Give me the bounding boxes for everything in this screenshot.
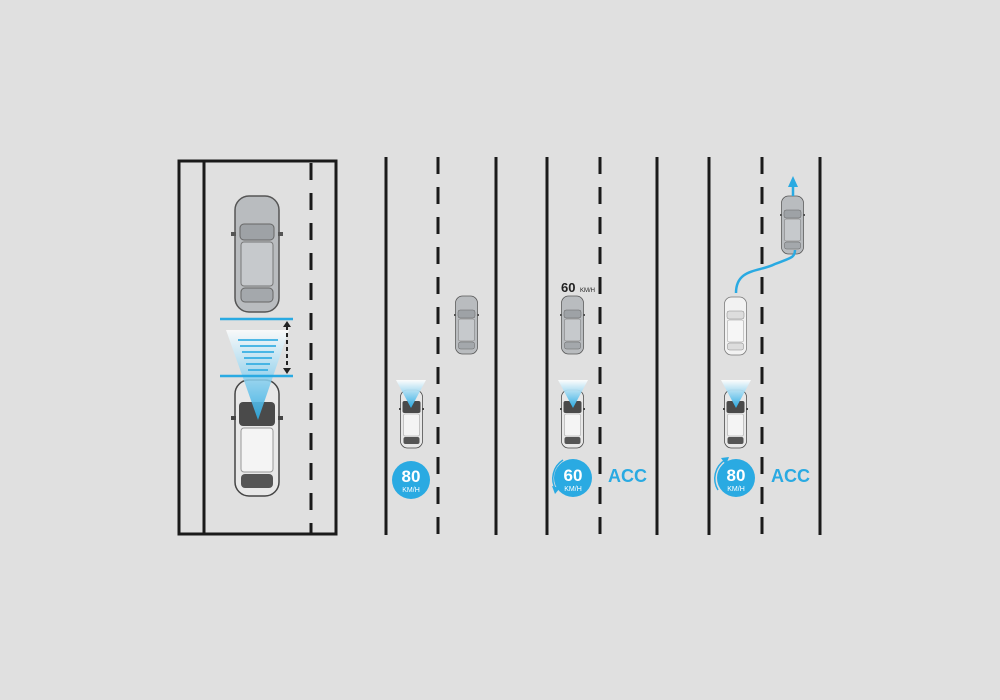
speed-badge: 60 KM/H [554, 459, 592, 497]
lead-car-changed-lane [780, 195, 805, 255]
panel-cruise-80: 80 KM/H [384, 157, 498, 535]
panel-follow-60: 60 KM/H 60 KM/H ACC [545, 157, 659, 535]
accelerate-arrowhead [721, 457, 729, 465]
lead-car [560, 295, 585, 355]
lead-speed-value: 60 [561, 280, 575, 295]
panel-frame [177, 159, 338, 536]
acc-label: ACC [608, 466, 647, 486]
acc-label: ACC [771, 466, 810, 486]
radar-waves [238, 339, 278, 371]
speed-value: 80 [727, 466, 746, 485]
speed-unit: KM/H [564, 486, 582, 493]
speed-badge: 80 KM/H [392, 461, 430, 499]
speed-unit: KM/H [402, 487, 420, 494]
speed-value: 60 [564, 466, 583, 485]
speed-unit: KM/H [727, 486, 745, 493]
lane-change-arrowhead [788, 176, 798, 187]
radar-beam [721, 380, 751, 408]
distance-arrow-icon [283, 321, 291, 374]
speed-badge: 80 KM/H [717, 459, 755, 497]
lead-car [454, 295, 479, 355]
lead-car-ghost [724, 296, 747, 356]
lead-speed-unit: KM/H [580, 288, 595, 294]
lead-car-speed-label: 60 KM/H [561, 280, 595, 295]
radar-beam [396, 380, 426, 408]
panel-resume-80: 80 KM/H ACC [707, 157, 822, 535]
radar-beam [558, 380, 588, 408]
lead-car [231, 195, 283, 313]
accelerate-arrow-icon [714, 459, 726, 491]
speed-value: 80 [402, 467, 421, 486]
panel-distance-detail [177, 159, 338, 536]
lane-change-path [734, 249, 797, 294]
